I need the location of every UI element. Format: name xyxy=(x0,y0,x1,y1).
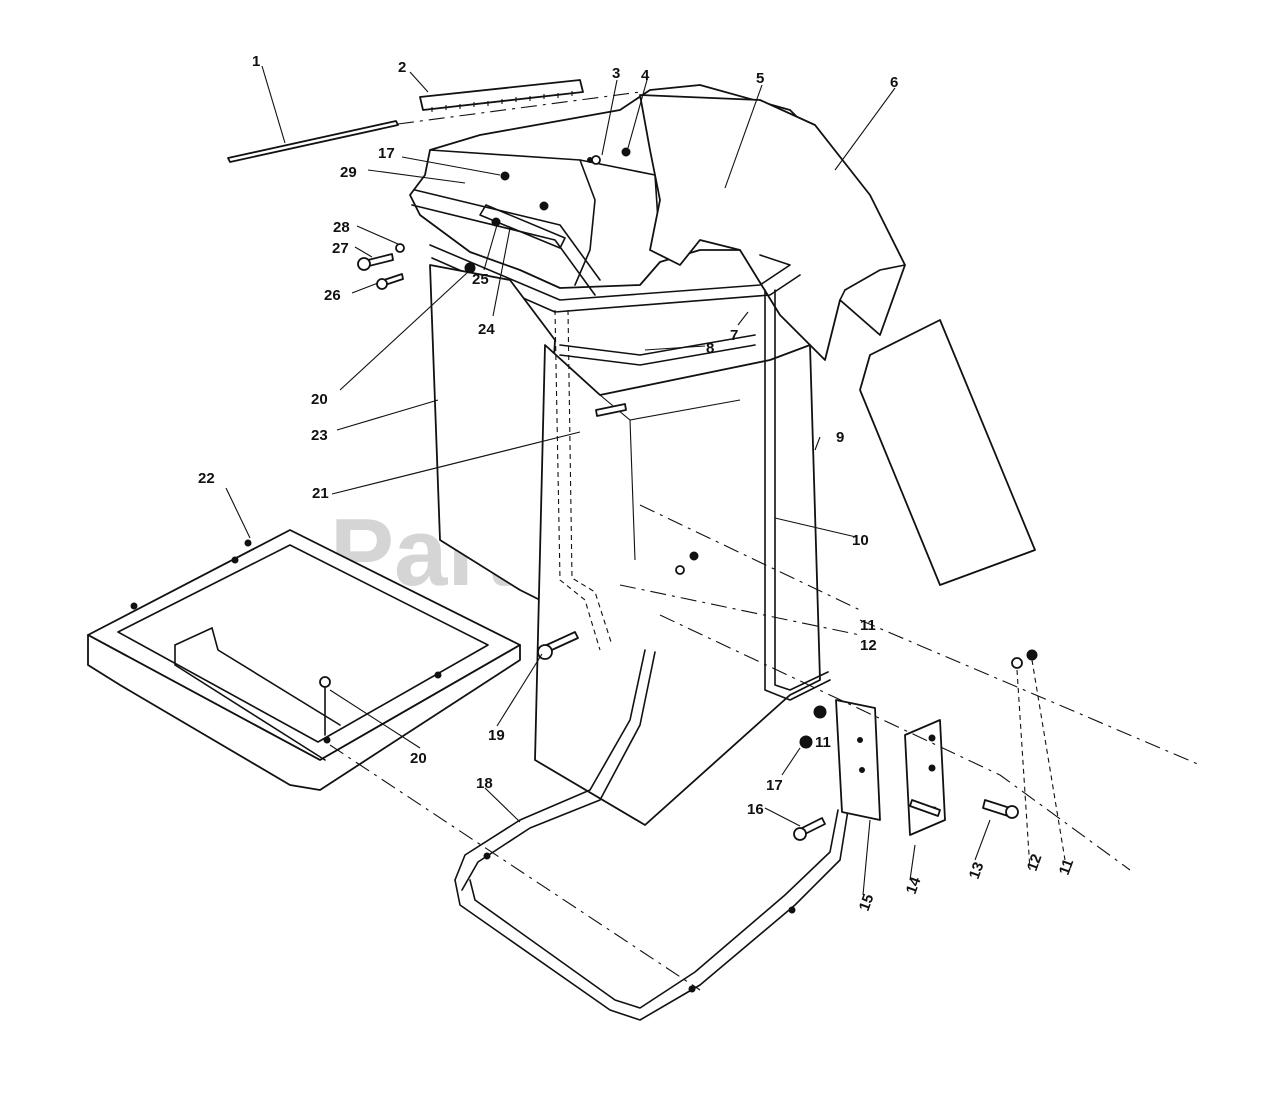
callout-c10: 10 xyxy=(852,532,869,549)
part-22-tray xyxy=(87,529,521,791)
callout-c9: 9 xyxy=(836,429,844,446)
leader-lines xyxy=(225,65,991,896)
callout-c22: 22 xyxy=(198,470,215,487)
callout-c19: 19 xyxy=(488,727,505,744)
callout-c21: 21 xyxy=(312,485,329,502)
callout-c8: 8 xyxy=(706,340,714,357)
callout-c13: 13 xyxy=(966,860,988,881)
assembly-axis-lines xyxy=(329,91,1201,991)
part-1-rod xyxy=(227,120,399,163)
callout-c28: 28 xyxy=(333,219,350,236)
callout-c11b: 11 xyxy=(815,734,831,751)
callout-c11c: 11 xyxy=(1056,857,1077,878)
callout-c18: 18 xyxy=(476,775,493,792)
callout-c14: 14 xyxy=(903,874,925,896)
part-18-base-frame xyxy=(454,649,849,1021)
callout-c12b: 12 xyxy=(1024,852,1046,873)
callout-c20a: 20 xyxy=(311,391,328,408)
part-14-plate xyxy=(904,719,946,836)
callout-c23: 23 xyxy=(311,427,328,444)
part-6-discharge-chute xyxy=(639,94,906,361)
callout-c26: 26 xyxy=(324,287,341,304)
fasteners xyxy=(357,147,1038,841)
callout-c17b: 17 xyxy=(766,777,783,794)
callout-c7: 7 xyxy=(730,327,738,344)
callout-c15: 15 xyxy=(856,892,878,913)
part-9-bag-main xyxy=(534,344,821,826)
callout-c11a: 11 xyxy=(860,617,876,634)
deflector-plate xyxy=(859,319,1036,586)
part-15-side-bracket xyxy=(835,699,881,821)
callout-c29: 29 xyxy=(340,164,357,181)
part-10-frame-tube xyxy=(764,289,831,701)
callout-c1: 1 xyxy=(252,53,260,70)
callout-c4: 4 xyxy=(641,67,650,84)
part-2-bracket-strip xyxy=(419,79,584,112)
callout-c16: 16 xyxy=(747,801,764,818)
callout-c5: 5 xyxy=(756,70,764,87)
callout-c17a: 17 xyxy=(378,145,395,162)
callout-c6: 6 xyxy=(890,74,898,91)
callout-c3: 3 xyxy=(612,65,620,82)
callout-c20b: 20 xyxy=(410,750,427,767)
callout-c25: 25 xyxy=(472,271,489,288)
callout-c2: 2 xyxy=(398,59,406,76)
callout-c12a: 12 xyxy=(860,637,877,654)
callout-c24: 24 xyxy=(478,321,495,338)
callout-c27: 27 xyxy=(332,240,349,257)
